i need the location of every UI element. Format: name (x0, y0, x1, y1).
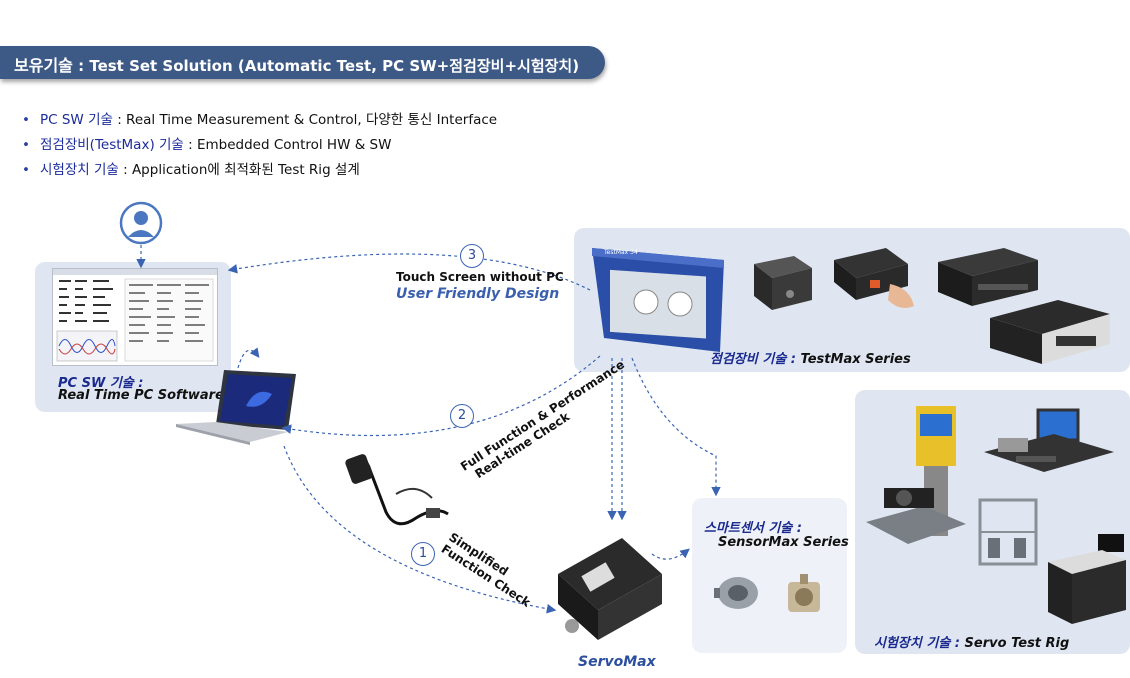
servo-image (548, 534, 666, 646)
test-rig-image-2 (982, 404, 1116, 480)
sensor-image-2 (780, 572, 828, 618)
handheld-unit-image (830, 244, 920, 314)
test-rig-label: 시험장치 기술 : Servo Test Rig (874, 636, 1070, 651)
sensor-label-en: SensorMax Series (718, 535, 849, 550)
sensor-label-ko: 스마트센서 기술 : (704, 521, 802, 536)
servomax-label: ServoMax (578, 654, 656, 670)
case-unit-image (986, 294, 1114, 366)
pc-sw-label-ko: PC SW 기술 : (58, 376, 144, 391)
test-rig-image-1 (864, 402, 968, 554)
step-3-line1: Touch Screen without PC (396, 270, 564, 284)
testmax-device-image: TestMax 34 (584, 242, 728, 358)
pc-sw-label-en: Real Time PC Software (58, 388, 224, 403)
title-prefix: 보유기술 (14, 56, 73, 75)
bullet-list: •PC SW 기술 : Real Time Measurement & Cont… (22, 108, 497, 183)
controller-box-image (750, 250, 814, 312)
rack-unit-image (934, 244, 1042, 308)
step-2-badge: 2 (450, 404, 474, 428)
step-3-line2: User Friendly Design (396, 286, 560, 302)
bullet-item: •PC SW 기술 : Real Time Measurement & Cont… (22, 112, 498, 128)
user-icon (119, 201, 163, 245)
sensor-panel (692, 498, 847, 653)
test-rig-image-4 (1046, 532, 1128, 628)
test-rig-image-3 (974, 494, 1042, 570)
software-screenshot-graphic (53, 269, 217, 362)
step-1-badge: 1 (411, 542, 435, 566)
cable-image (336, 452, 454, 538)
software-screenshot (52, 268, 218, 366)
testmax-brand-text: TestMax 34 (603, 249, 638, 256)
sensor-image-1 (712, 570, 764, 616)
bullet-item: •시험장치 기술 : Application에 최적화된 Test Rig 설계 (22, 162, 360, 178)
step-3-badge: 3 (460, 244, 484, 268)
bullet-item: •점검장비(TestMax) 기술 : Embedded Control HW … (22, 137, 392, 153)
testmax-label: 점검장비 기술 : TestMax Series (710, 352, 911, 367)
title-rest: : Test Set Solution (Automatic Test, PC … (72, 57, 580, 75)
laptop-image (176, 366, 301, 446)
title-banner: 보유기술 : Test Set Solution (Automatic Test… (0, 46, 605, 79)
